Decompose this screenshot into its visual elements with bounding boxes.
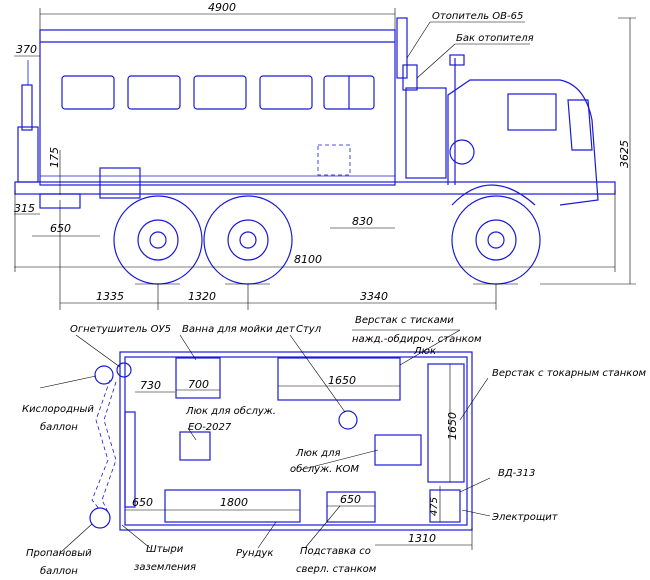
extinguisher	[116, 362, 132, 378]
cab	[447, 79, 599, 206]
label-oxygen-2: баллон	[40, 421, 78, 433]
drill-stand	[326, 491, 376, 523]
oxygen-cylinder	[94, 365, 114, 385]
plan-view-labels: 730 700 1650 1650 650 1800 650 475 1310 …	[22, 315, 646, 577]
label-workbench-vise-2: нажд.-обдирoч. станком	[352, 333, 482, 345]
plan-outline	[119, 351, 473, 531]
label-ground-1: Штыри	[146, 544, 184, 555]
label-chair: Стул	[296, 324, 322, 335]
label-workbench-lathe: Верстак с токарным станком	[492, 368, 646, 379]
dim-1310: 1310	[408, 532, 436, 545]
front-fender	[451, 184, 536, 206]
dim-830: 830	[352, 215, 373, 228]
body-windows	[61, 75, 375, 110]
rear-ladder	[21, 84, 33, 131]
fuel-tank	[317, 144, 351, 176]
hatch-eo	[179, 431, 211, 461]
dim-1650-h: 1650	[328, 374, 356, 387]
label-toolbox: Рундук	[236, 548, 273, 559]
side-view-labels: 4900 370 175 315 650 830 8100 1335 1320 …	[14, 1, 631, 303]
dim-650-side: 650	[50, 222, 71, 235]
dim-370: 370	[16, 43, 37, 56]
dimension-lines	[14, 8, 636, 310]
dim-650-right: 650	[340, 493, 361, 506]
label-hatch-eo-2: ЕО-2027	[188, 422, 232, 433]
toolbox	[164, 489, 301, 523]
dim-315: 315	[14, 202, 35, 215]
dim-1335: 1335	[96, 290, 124, 303]
dim-1800: 1800	[220, 496, 248, 509]
switchboard	[429, 489, 461, 523]
label-propane-1: Пропановый	[26, 548, 92, 559]
heater-tank	[402, 64, 418, 91]
plan-dimension-lines	[39, 329, 491, 554]
spare-wheel	[449, 139, 475, 165]
label-workbench-vise-1: Верстак с тисками	[355, 315, 454, 326]
workbench-lathe	[427, 363, 465, 483]
label-oxygen-1: Кислородный	[22, 404, 94, 415]
label-hatch-eo-1: Люк для обслуж.	[185, 405, 276, 417]
plan-view	[89, 351, 473, 531]
wash-bath	[175, 357, 221, 399]
side-view	[14, 8, 636, 310]
label-stand-2: сверл. станком	[296, 564, 377, 575]
door	[124, 411, 136, 508]
label-vd313: ВД-313	[498, 468, 535, 479]
label-heater: Отопитель ОВ-65	[432, 11, 523, 22]
label-ground-2: заземления	[134, 562, 196, 573]
label-switchboard: Электрощит	[491, 512, 559, 523]
dim-175: 175	[48, 147, 61, 168]
wheels	[113, 195, 541, 285]
propane-cylinder	[89, 507, 111, 529]
dim-4900: 4900	[208, 1, 236, 14]
hatch-kom	[374, 434, 422, 466]
heater-pipe	[396, 17, 408, 79]
dim-3340: 3340	[360, 290, 388, 303]
dim-1650-v: 1650	[446, 412, 459, 440]
label-hatch-kom-2: обслуж. КОМ	[290, 463, 359, 475]
dim-700: 700	[188, 378, 209, 391]
heater-box	[405, 87, 447, 179]
label-stand-1: Подставка со	[300, 546, 371, 557]
label-wash-bath: Ванна для мойки дет	[182, 324, 296, 335]
dim-8100: 8100	[294, 253, 322, 266]
label-propane-2: баллон	[40, 565, 78, 577]
step-box	[99, 167, 141, 199]
label-extinguisher: Огнетушитель ОУ5	[70, 324, 171, 335]
chair	[338, 410, 358, 430]
cab-window	[507, 93, 557, 131]
label-hatch-kom-1: Люк для	[295, 448, 340, 459]
van-body	[39, 29, 396, 186]
dim-1320: 1320	[188, 290, 216, 303]
chassis-frame	[14, 181, 616, 195]
workbench-vise	[277, 357, 401, 401]
dim-475: 475	[429, 497, 440, 516]
label-hatch: Люк	[413, 346, 436, 357]
dim-3625: 3625	[618, 140, 631, 168]
dim-650-left: 650	[132, 496, 153, 509]
dim-730: 730	[140, 379, 161, 392]
label-heater-tank: Бак отопителя	[456, 33, 534, 44]
